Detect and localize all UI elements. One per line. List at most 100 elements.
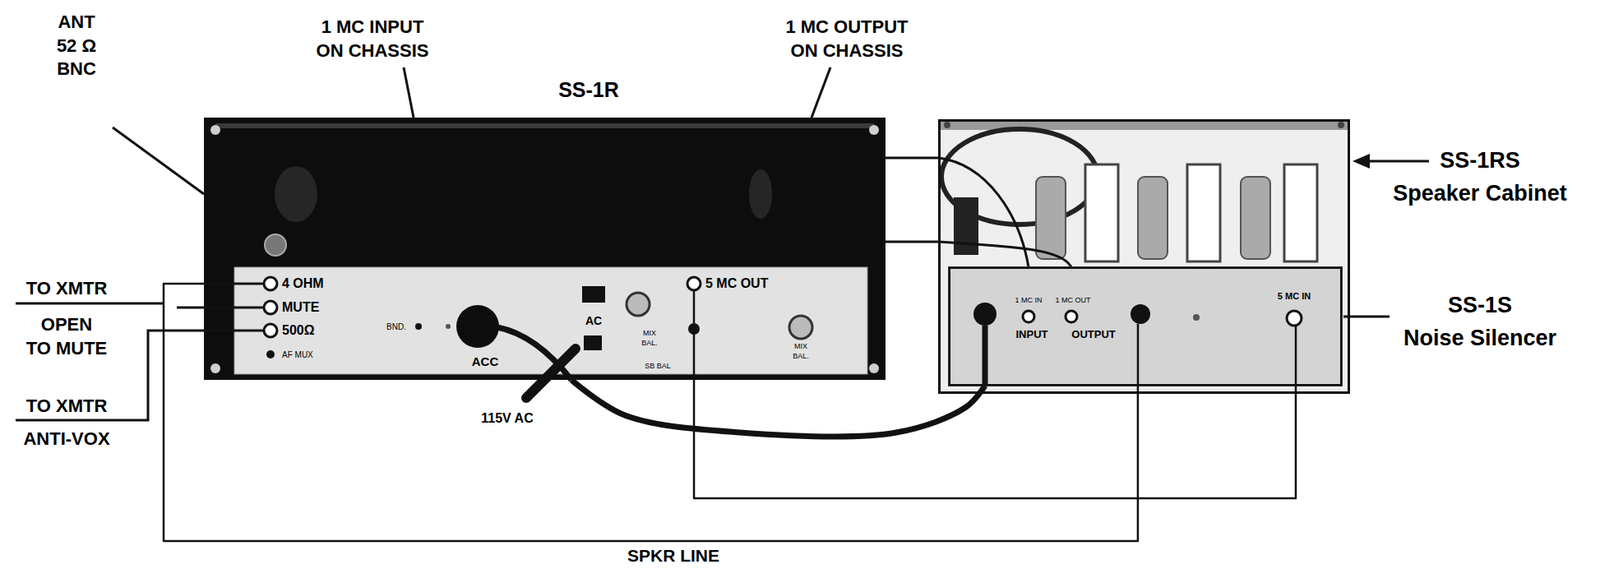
panel-label: BND. bbox=[386, 321, 407, 333]
wire-connector bbox=[571, 379, 985, 437]
panel-label: SB BAL bbox=[644, 361, 671, 372]
wire bbox=[693, 290, 696, 380]
acc-cable bbox=[497, 327, 572, 380]
receiver-chassis bbox=[203, 117, 886, 380]
screw bbox=[869, 363, 879, 374]
unit-heading: SS-1RS bbox=[1439, 146, 1521, 176]
plug bbox=[973, 302, 997, 326]
panel-hole bbox=[1193, 314, 1200, 321]
jack bbox=[263, 300, 278, 315]
leader-arrowhead bbox=[1352, 153, 1370, 169]
chassis-knob bbox=[274, 166, 318, 222]
control-knob bbox=[626, 292, 650, 316]
panel-label: 1 MC IN bbox=[1014, 295, 1042, 306]
text-line: MIX bbox=[792, 342, 810, 352]
meter-window bbox=[582, 286, 606, 303]
screw bbox=[1337, 121, 1345, 129]
panel-dot bbox=[415, 323, 422, 330]
chassis-edge bbox=[215, 123, 874, 129]
text-line: 52 Ω bbox=[56, 34, 97, 59]
transformer bbox=[953, 197, 979, 255]
silencer-panel bbox=[948, 267, 1342, 386]
tube bbox=[1035, 176, 1066, 259]
text-line: 1 MC INPUT bbox=[316, 15, 430, 40]
jack bbox=[263, 277, 278, 291]
panel-label: OUTPUT bbox=[1071, 328, 1115, 343]
cord bbox=[938, 241, 1072, 268]
wire bbox=[176, 306, 264, 310]
unit-heading: SS-1R bbox=[558, 76, 620, 104]
jack bbox=[1022, 310, 1035, 323]
screw bbox=[869, 124, 879, 135]
text-line: MIX bbox=[641, 328, 658, 339]
tube bbox=[1240, 176, 1271, 259]
panel-label: 4 OHM bbox=[282, 275, 324, 293]
unit-heading: Noise Silencer bbox=[1403, 323, 1557, 353]
wire-connector bbox=[885, 156, 939, 159]
panel-label: MIX BAL. bbox=[641, 328, 658, 348]
text-line: ON CHASSIS bbox=[785, 39, 908, 64]
text-line: ANT bbox=[56, 10, 97, 35]
panel-dot bbox=[445, 323, 451, 329]
panel-label: ANTI-VOX bbox=[23, 427, 110, 452]
panel-label: 1 MC OUTPUT ON CHASSIS bbox=[785, 15, 908, 63]
can bbox=[1187, 164, 1221, 262]
unit-heading: SS-1S bbox=[1447, 291, 1513, 320]
tube bbox=[1137, 176, 1168, 259]
screw bbox=[210, 124, 221, 135]
wire bbox=[203, 282, 264, 286]
wire bbox=[1137, 323, 1140, 386]
text-line: BAL. bbox=[641, 338, 658, 349]
panel-label: 5 MC IN bbox=[1277, 290, 1311, 302]
leader-line bbox=[112, 127, 204, 195]
jack bbox=[1286, 310, 1302, 326]
wire bbox=[1294, 325, 1298, 386]
wire bbox=[15, 330, 264, 421]
panel-label: MUTE bbox=[282, 299, 320, 317]
wire-connector bbox=[693, 379, 1296, 499]
jack bbox=[263, 323, 278, 338]
panel-label: INPUT bbox=[1016, 328, 1049, 343]
text-line: BNC bbox=[56, 57, 97, 82]
panel-label: 115V AC bbox=[480, 410, 533, 428]
panel-label: 5 MC OUT bbox=[705, 275, 768, 293]
panel-label: ACC bbox=[471, 353, 500, 370]
panel-label: MIX BAL. bbox=[792, 342, 810, 361]
acc-knob bbox=[456, 305, 500, 348]
receiver-unit: SS-1R bbox=[203, 117, 886, 380]
wire-connector bbox=[885, 240, 939, 244]
chassis-knob bbox=[749, 169, 773, 219]
leader-line bbox=[1366, 160, 1429, 163]
panel-label: 500Ω bbox=[282, 322, 315, 340]
text-line: TO MUTE bbox=[26, 337, 108, 361]
panel-label: 1 MC INPUT ON CHASSIS bbox=[316, 15, 430, 63]
wire-connector bbox=[163, 283, 1138, 542]
jack bbox=[687, 277, 701, 291]
wire-label: SPKR LINE bbox=[627, 544, 720, 567]
panel-label: AF MUX bbox=[282, 349, 314, 361]
screw bbox=[210, 363, 221, 374]
noise-silencer-panel: SS-1SNoise Silencer bbox=[948, 267, 1342, 386]
text-line: 1 MC OUTPUT bbox=[785, 15, 908, 40]
jack bbox=[1065, 310, 1078, 323]
can bbox=[1085, 164, 1119, 262]
screw bbox=[943, 121, 951, 129]
speaker-cabinet: SS-1SNoise SilencerSS-1RSSpeaker Cabinet bbox=[938, 120, 1350, 394]
bnc-connector bbox=[264, 234, 287, 256]
acc-cable bbox=[982, 325, 989, 386]
text-line: OPEN bbox=[26, 313, 108, 338]
can bbox=[1284, 164, 1318, 262]
panel-label: ANT 52 Ω BNC bbox=[56, 10, 97, 82]
jack bbox=[266, 350, 275, 359]
leader-line bbox=[811, 67, 831, 118]
panel-label: TO XMTR bbox=[26, 277, 108, 301]
text-line: ON CHASSIS bbox=[316, 39, 430, 64]
unit-heading: Speaker Cabinet bbox=[1392, 179, 1568, 209]
panel-label: OPEN TO MUTE bbox=[26, 313, 108, 361]
text-line: BAL. bbox=[792, 351, 810, 362]
cabinet-body bbox=[938, 120, 1350, 394]
